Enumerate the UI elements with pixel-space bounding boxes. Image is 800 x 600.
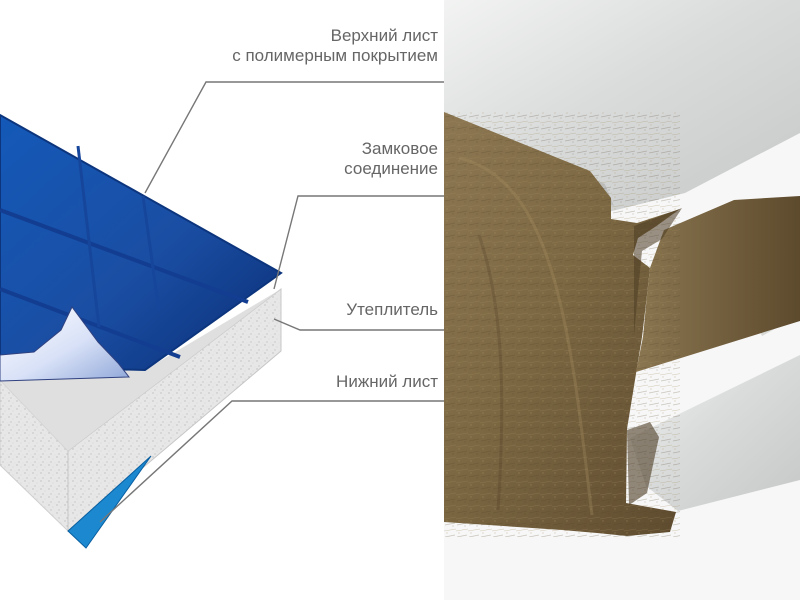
top-sheet-rib-2: [0, 287, 181, 359]
top-sheet-rib-3: [76, 145, 101, 328]
top-sheet-label-line-2: с полимерным покрытием: [232, 46, 438, 65]
insulation-label: Утеплитель: [346, 300, 438, 319]
wool-front-dark-streak: [477, 234, 504, 511]
top-sheet-rib-4: [141, 195, 161, 312]
sandwich-panel-diagram: Верхний лист с полимерным покрытием Замк…: [0, 26, 444, 549]
sandwich-panel-photo-drawing: [444, 0, 800, 600]
lock-groove-shadow: [634, 208, 682, 336]
top-sheet-leader-line: [144, 81, 444, 194]
bottom-sheet: [67, 455, 152, 549]
lower-lock-shadow: [627, 422, 659, 505]
lock-joint-leader-line: [273, 195, 444, 290]
bottom-sheet-label: Нижний лист: [336, 372, 438, 391]
lock-joint-label-line-1: Замковое: [361, 139, 438, 158]
top-sheet-label-line-1: Верхний лист: [330, 26, 438, 45]
top-sheet-rib-1: [0, 208, 249, 304]
sandwich-panel-photo: [444, 0, 800, 600]
wool-front-highlight: [458, 156, 594, 516]
protective-film: [0, 306, 131, 382]
insulation-leader-line: [273, 318, 444, 331]
bottom-sheet-leader-line: [99, 400, 444, 523]
lock-joint-label: Замковое соединение: [344, 139, 438, 179]
lock-joint-label-line-2: соединение: [344, 159, 438, 178]
top-sheet-label: Верхний лист с полимерным покрытием: [232, 26, 438, 66]
panel-diagram-drawing: [0, 81, 444, 549]
